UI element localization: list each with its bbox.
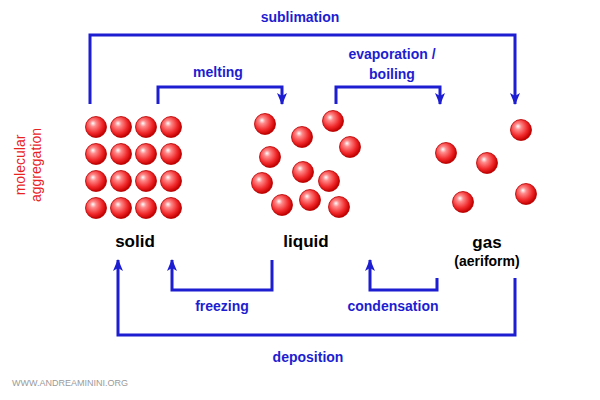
state-label: (aeriform) (454, 253, 519, 270)
transition-arrow (336, 87, 440, 104)
state-of-matter: solid (82, 104, 188, 260)
molecule (161, 117, 182, 138)
molecule (319, 171, 340, 192)
molecule (136, 144, 157, 165)
molecule (86, 144, 107, 165)
molecule (323, 111, 344, 132)
state-label: gas (472, 233, 501, 253)
molecule (86, 117, 107, 138)
transition-arrow (118, 260, 515, 335)
molecule (292, 127, 313, 148)
molecule (260, 147, 281, 168)
axis-label: molecular aggregation (12, 115, 44, 215)
molecule (272, 195, 293, 216)
transition-arrow (90, 35, 515, 104)
state-label: solid (115, 232, 155, 252)
transition-arrow (370, 260, 437, 290)
molecule (255, 114, 276, 135)
molecule (136, 171, 157, 192)
molecule (161, 144, 182, 165)
transition-label: freezing (167, 296, 277, 316)
molecule (86, 198, 107, 219)
molecule (453, 192, 474, 213)
transition-arrow (158, 87, 282, 104)
molecule (161, 171, 182, 192)
state-of-matter: liquid (240, 104, 372, 260)
molecule (111, 171, 132, 192)
molecule (86, 171, 107, 192)
molecule (477, 153, 498, 174)
transition-arrow (172, 260, 272, 290)
molecule (329, 197, 350, 218)
transition-label: sublimation (230, 7, 370, 27)
transition-label: deposition (238, 347, 378, 367)
molecule (340, 137, 361, 158)
molecule (252, 173, 273, 194)
transition-label: condensation (323, 296, 463, 316)
molecule (111, 144, 132, 165)
transition-label: melting (163, 62, 273, 82)
molecule (136, 117, 157, 138)
molecule (300, 190, 321, 211)
molecule (436, 143, 457, 164)
molecule (161, 198, 182, 219)
molecule (111, 198, 132, 219)
state-label: liquid (283, 232, 328, 252)
watermark: WWW.ANDREAMININI.ORG (0, 375, 145, 391)
state-of-matter: gas(aeriform) (430, 104, 544, 278)
transition-label: evaporation / boiling (340, 44, 445, 84)
molecule (516, 184, 537, 205)
molecule (111, 117, 132, 138)
molecule (293, 162, 314, 183)
molecule (136, 198, 157, 219)
molecule (511, 120, 532, 141)
